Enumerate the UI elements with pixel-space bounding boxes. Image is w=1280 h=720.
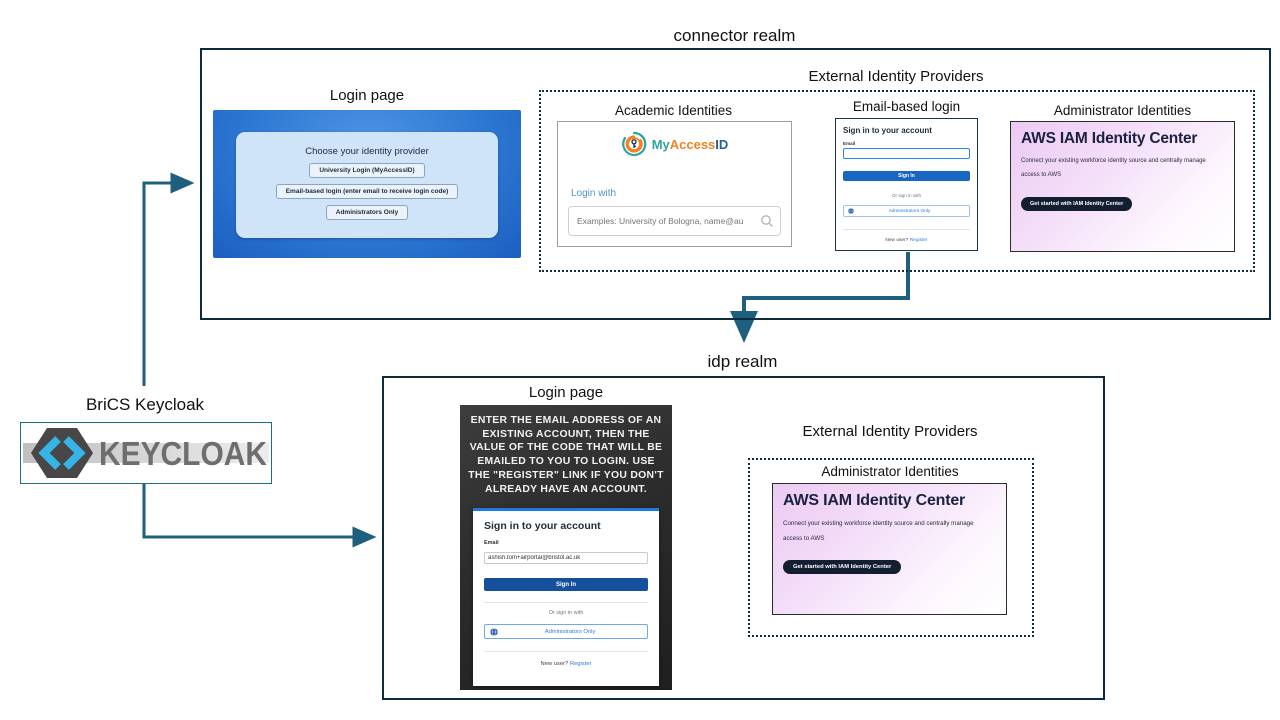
myaccessid-card: MyAccessID Login with (557, 121, 792, 247)
idp-register-link[interactable]: Register (569, 661, 592, 667)
idp-sign-in-button[interactable]: Sign In (484, 578, 648, 591)
aws-heading: AWS IAM Identity Center (1021, 130, 1198, 147)
idp-email-input[interactable] (484, 552, 648, 564)
arrow-keycloak-to-connector-login (142, 172, 195, 386)
institution-search-input[interactable] (569, 216, 760, 226)
sign-in-button[interactable]: Sign In (843, 171, 970, 181)
globe-icon (848, 208, 854, 214)
idp-external-idp-title: External Identity Providers (802, 423, 978, 440)
administrators-only-label: Administrators Only (888, 208, 931, 214)
brics-keycloak-label: BriCS Keycloak (85, 395, 205, 414)
idp-or-label: Or sign in with (548, 610, 584, 616)
idp-realm-title: idp realm (707, 352, 778, 371)
connector-login-screenshot: Choose your identity provider University… (213, 110, 521, 258)
keycloak-logo: KEYCLOAK (23, 428, 269, 478)
globe-icon (490, 627, 498, 636)
register-link[interactable]: Register (909, 238, 928, 243)
aws-heading: AWS IAM Identity Center (783, 492, 966, 509)
new-user-row: New user? Register (885, 238, 928, 243)
keycloak-right-chevron-icon (63, 436, 86, 470)
institution-search-field[interactable] (568, 206, 781, 236)
chooser-title: Choose your identity provider (305, 146, 429, 157)
administrators-only-button[interactable]: Administrators Only (325, 205, 409, 220)
email-login-card: Sign in to your account Email Sign In Or… (835, 118, 978, 251)
myaccessid-logo-icon (621, 131, 646, 157)
signin-heading: Sign in to your account (843, 126, 932, 135)
idp-external-idp-box (748, 458, 1034, 637)
connector-login-page-label: Login page (329, 87, 405, 104)
idp-administrators-only-button[interactable]: Administrators Only (484, 624, 648, 639)
aws-iam-card-idp: AWS IAM Identity Center Connect your exi… (772, 483, 1007, 615)
login-with-label: Login with (571, 188, 617, 199)
admin-identities-label-connector: Administrator Identities (1053, 103, 1192, 118)
keycloak-left-chevron-icon (38, 436, 61, 470)
keycloak-hexagon (31, 428, 93, 478)
email-based-login-button[interactable]: Email-based login (enter email to receiv… (275, 184, 459, 199)
arrow-email-login-to-idp-realm (730, 252, 910, 343)
aws-body-line2: access to AWS (1021, 172, 1062, 178)
idp-signin-heading: Sign in to your account (484, 520, 601, 532)
administrators-only-idp-button[interactable]: Administrators Only (843, 205, 970, 217)
idp-email-label: Email (484, 540, 499, 546)
admin-identities-label-idp: Administrator Identities (821, 464, 959, 479)
idp-administrators-only-label: Administrators Only (544, 628, 596, 635)
idp-login-page-label: Login page (528, 384, 604, 401)
aws-get-started-button[interactable]: Get started with IAM Identity Center (783, 560, 902, 574)
connector-realm-box (200, 48, 1271, 320)
email-input[interactable] (843, 148, 970, 159)
aws-body-line1: Connect your existing workforce identity… (1021, 158, 1206, 164)
identity-provider-chooser-card: Choose your identity provider University… (236, 132, 498, 238)
email-based-login-label: Email-based login (852, 99, 961, 114)
aws-body-line1: Connect your existing workforce identity… (783, 520, 974, 527)
academic-identities-label: Academic Identities (614, 103, 733, 118)
myaccessid-wordmark: MyAccessID (651, 136, 729, 152)
connector-external-idp-box (539, 90, 1255, 272)
idp-login-notice: ENTER THE EMAIL ADDRESS OF AN EXISTING A… (468, 415, 664, 495)
connector-realm-title: connector realm (673, 26, 796, 45)
idp-new-user-row: New user? Register (540, 661, 592, 667)
connector-external-idp-title: External Identity Providers (808, 68, 984, 85)
search-icon (761, 215, 773, 227)
keycloak-wordmark: KEYCLOAK (99, 435, 267, 472)
university-login-button[interactable]: University Login (MyAccessID) (309, 163, 425, 178)
email-label: Email (843, 141, 856, 146)
idp-login-screenshot: ENTER THE EMAIL ADDRESS OF AN EXISTING A… (460, 405, 672, 690)
idp-signin-card: Sign in to your account Email Sign In Or… (473, 508, 659, 686)
aws-iam-card-connector: AWS IAM Identity Center Connect your exi… (1010, 121, 1235, 252)
aws-body-line2: access to AWS (783, 535, 825, 542)
keycloak-logo-box: KEYCLOAK (20, 422, 272, 484)
idp-realm-box (382, 376, 1105, 700)
or-sign-in-with-label: Or sign in with (891, 193, 922, 198)
arrow-keycloak-to-idp-realm (142, 483, 377, 548)
aws-get-started-button[interactable]: Get started with IAM Identity Center (1021, 197, 1133, 211)
